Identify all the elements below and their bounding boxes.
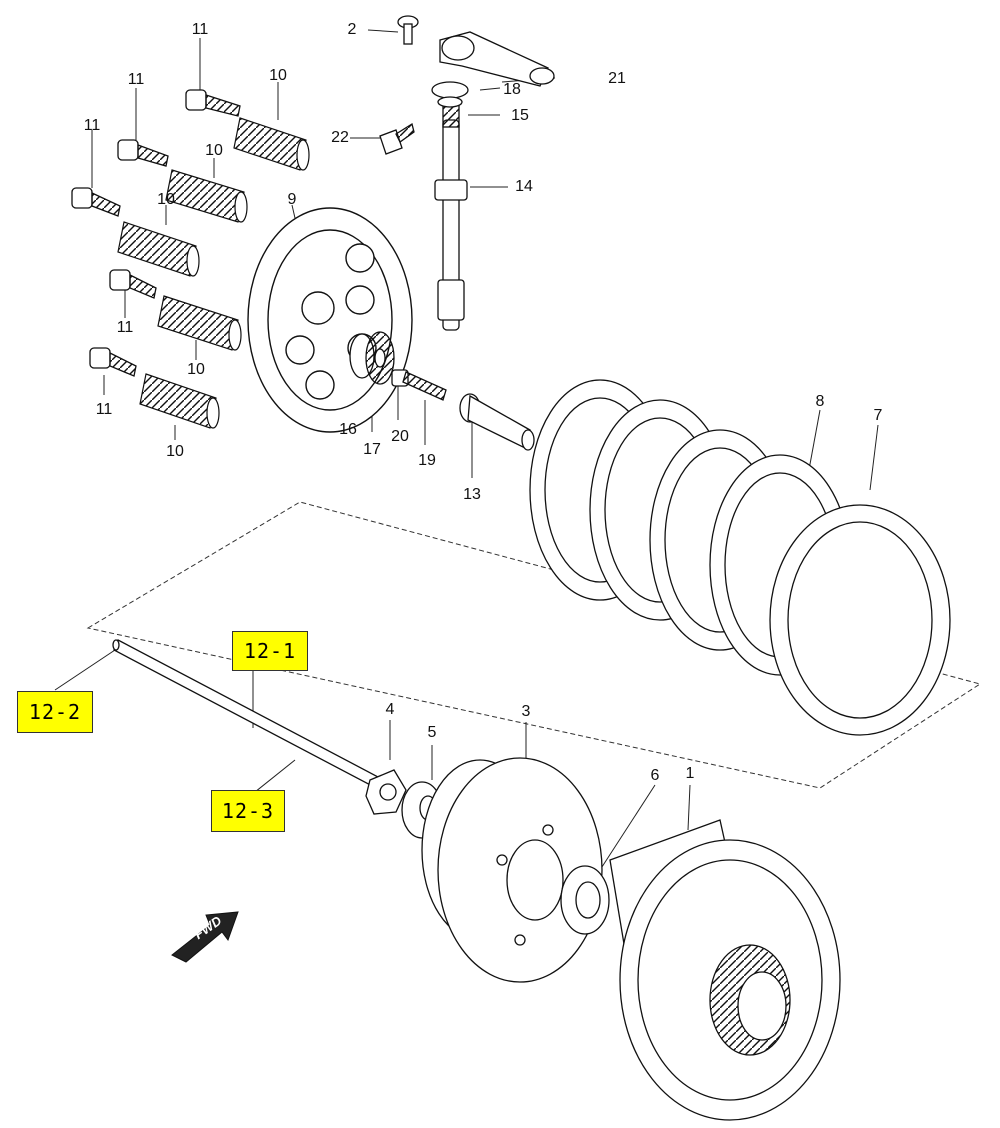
lever-21 <box>439 31 555 87</box>
bolt-11-fifth <box>89 347 137 377</box>
washer-17 <box>365 331 395 385</box>
part-number-20: 20 <box>391 428 409 445</box>
part-number-11a: 11 <box>191 21 209 38</box>
part-number-22: 22 <box>331 129 349 146</box>
part-number-10c: 10 <box>157 191 175 208</box>
callout-12-1: 12-1 <box>232 631 308 671</box>
part-number-15: 15 <box>511 107 529 124</box>
clutch-housing-1 <box>609 819 841 1121</box>
part-number-17: 17 <box>363 441 381 458</box>
part-number-18: 18 <box>503 81 521 98</box>
spring-10-a <box>233 117 310 171</box>
part-number-1: 1 <box>685 765 695 782</box>
part-number-10e: 10 <box>166 443 184 460</box>
washer-18 <box>431 81 469 108</box>
part-number-9: 9 <box>287 191 297 208</box>
clutch-plates-7-8 <box>529 379 951 736</box>
pressure-plate-9 <box>247 207 413 433</box>
guide-frame <box>86 501 982 789</box>
washer-6 <box>560 865 610 935</box>
part-number-4: 4 <box>385 701 395 718</box>
part-number-6: 6 <box>650 767 660 784</box>
callout-12-2: 12-2 <box>17 691 93 733</box>
part-number-11e: 11 <box>95 401 113 418</box>
part-number-5: 5 <box>427 724 437 741</box>
nut-4 <box>365 769 407 815</box>
bolt-11-fourth <box>109 269 157 299</box>
part-number-10b: 10 <box>205 142 223 159</box>
part-number-11c: 11 <box>83 117 101 134</box>
release-shaft-14 <box>434 104 468 331</box>
callout-12-3: 12-3 <box>211 790 285 832</box>
fwd-arrow-icon <box>171 911 239 963</box>
part-number-19: 19 <box>418 452 436 469</box>
part-number-13: 13 <box>463 486 481 503</box>
bolt-22 <box>379 122 415 155</box>
spring-10-e <box>139 373 220 429</box>
bolt-11-third <box>71 187 121 217</box>
part-number-16: 16 <box>339 421 357 438</box>
bolt-11-top <box>185 89 241 117</box>
bolt-11-second <box>117 139 169 167</box>
part-number-10a: 10 <box>269 67 287 84</box>
part-number-21: 21 <box>608 70 626 87</box>
part-number-10d: 10 <box>187 361 205 378</box>
spring-10-c <box>117 221 200 277</box>
part-number-11d: 11 <box>116 319 134 336</box>
part-number-14: 14 <box>515 178 533 195</box>
spring-10-b <box>165 169 248 223</box>
clutch-hub-3 <box>421 757 603 983</box>
screw-2 <box>397 15 419 45</box>
part-number-8: 8 <box>815 393 825 410</box>
spring-10-d <box>157 295 242 351</box>
pusher-13 <box>459 393 535 451</box>
rod-19 <box>402 371 447 401</box>
part-number-7: 7 <box>873 407 883 424</box>
part-number-2: 2 <box>347 21 357 38</box>
part-number-11b: 11 <box>127 71 145 88</box>
part-number-3: 3 <box>521 703 531 720</box>
